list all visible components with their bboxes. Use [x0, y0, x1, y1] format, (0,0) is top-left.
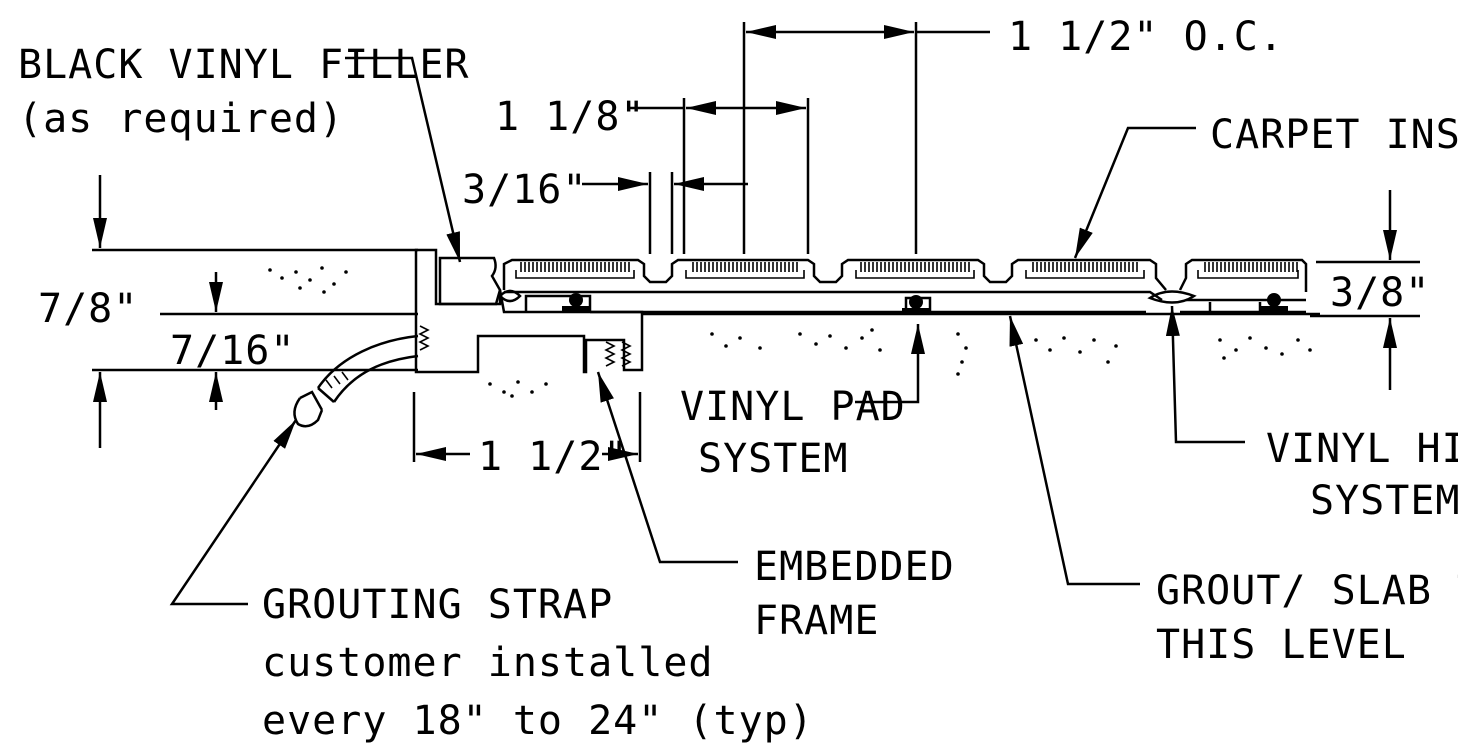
vinyl-pad-sublabel: SYSTEM — [698, 436, 849, 482]
grouting-strap-sublabel: customer installed — [262, 640, 713, 686]
filler-hinge — [498, 289, 522, 303]
carpet-strip — [520, 262, 630, 272]
filler-label: BLACK VINYL FILLER — [18, 42, 469, 88]
dimension-lines — [92, 22, 1420, 462]
vinyl-hinge-sublabel: SYSTEM — [1310, 478, 1458, 524]
grout-label: GROUT/ SLAB TO — [1156, 568, 1458, 614]
carpet-strip — [1204, 262, 1300, 272]
concrete-slab — [268, 266, 1312, 398]
carpet-strip — [1030, 262, 1140, 272]
grouting-strap — [293, 334, 419, 428]
filler-sublabel: (as required) — [18, 96, 344, 142]
embedded-frame-sublabel: FRAME — [754, 598, 879, 644]
dim-7-16-label: 7/16" — [170, 328, 295, 374]
dim-7-8-label: 7/8" — [38, 286, 138, 332]
vinyl-pad-label: VINYL PAD — [680, 384, 906, 430]
carpet-strip — [860, 262, 970, 272]
black-vinyl-filler — [438, 256, 502, 306]
dim-oc-label: 1 1/2" O.C. — [1008, 14, 1284, 60]
leader-lines — [169, 56, 1245, 606]
grouting-strap-label: GROUTING STRAP — [262, 582, 613, 628]
dim-1-1-8-label: 1 1/8" — [495, 94, 646, 140]
vinyl-hinge — [1147, 290, 1197, 304]
carpet-inserts — [520, 262, 1300, 272]
carpet-strip — [690, 262, 800, 272]
vinyl-pads — [562, 293, 1288, 314]
dim-3-16-label: 3/16" — [462, 167, 587, 213]
grouting-strap-note: every 18" to 24" (typ) — [262, 698, 814, 744]
vinyl-hinge-label: VINYL HINGE — [1266, 426, 1458, 472]
dim-3-8-label: 3/8" — [1330, 270, 1430, 316]
embedded-frame-label: EMBEDDED — [754, 544, 955, 590]
carpet-insert-label: CARPET INSERT — [1210, 112, 1458, 158]
dim-1-1-2-label: 1 1/2" — [478, 434, 629, 480]
grout-sublabel: THIS LEVEL — [1156, 622, 1407, 668]
